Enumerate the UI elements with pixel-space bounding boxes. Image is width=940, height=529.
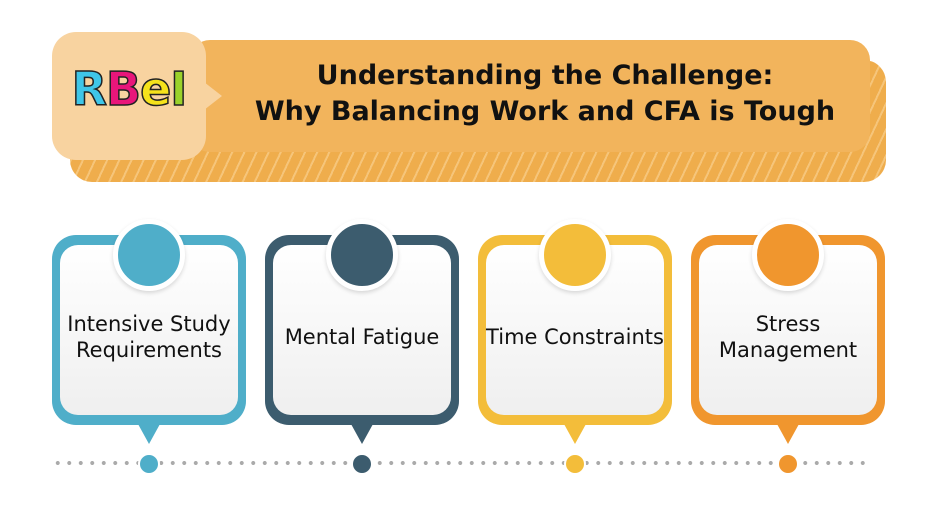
challenge-card: Time Constraints (478, 235, 672, 425)
card-circle-icon (326, 219, 398, 291)
logo-pointer (204, 82, 222, 110)
timeline-node (564, 453, 586, 475)
card-circle-icon (113, 219, 185, 291)
card-label: Time Constraints (486, 245, 664, 415)
card-circle-icon (752, 219, 824, 291)
title-line-1: Understanding the Challenge: (316, 60, 774, 91)
card-pointer (138, 424, 160, 444)
card-pointer (351, 424, 373, 444)
dotted-timeline (52, 461, 872, 465)
page-title: Understanding the Challenge: Why Balanci… (220, 58, 870, 130)
card-circle-icon (539, 219, 611, 291)
timeline-node (777, 453, 799, 475)
timeline-node (351, 453, 373, 475)
logo: RBeI (71, 61, 188, 117)
timeline-node (138, 453, 160, 475)
title-line-2: Why Balancing Work and CFA is Tough (254, 96, 836, 127)
card-pointer (777, 424, 799, 444)
card-pointer (564, 424, 586, 444)
title-banner (190, 40, 870, 152)
logo-box (52, 32, 206, 160)
